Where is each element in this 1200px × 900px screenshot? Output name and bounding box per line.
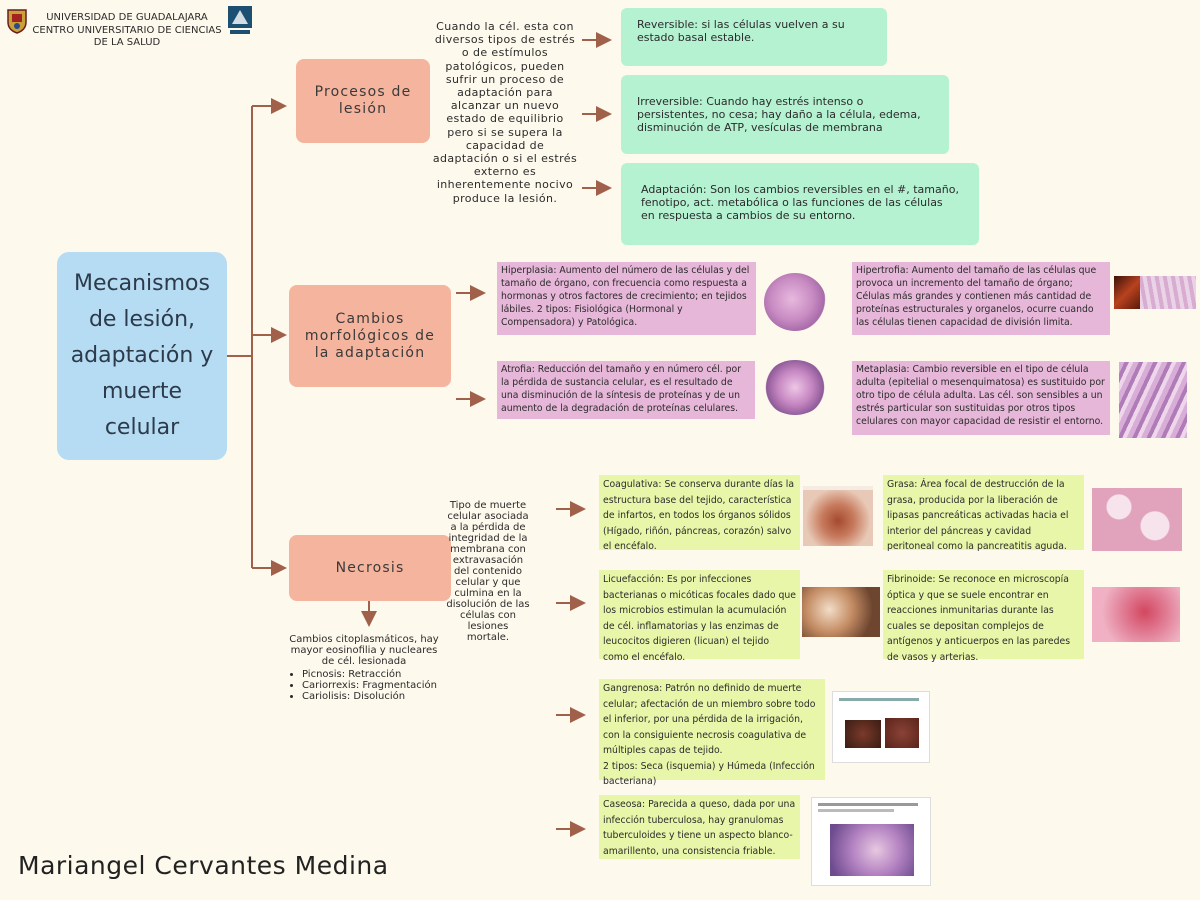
- grasa-text: Grasa: Área focal de destrucción de la g…: [887, 479, 1069, 552]
- main-topic-box: Mecanismos de lesión, adaptación y muert…: [57, 252, 227, 460]
- category-necrosis: Necrosis: [289, 535, 451, 601]
- hipertrofia-heart-image: [1114, 276, 1140, 309]
- metaplasia-box: Metaplasia: Cambio reversible en el tipo…: [852, 361, 1110, 435]
- adaptacion-box: Adaptación: Son los cambios reversibles …: [621, 163, 979, 245]
- coagulativa-box: Coagulativa: Se conserva durante días la…: [599, 475, 800, 552]
- adaptacion-text: Adaptación: Son los cambios reversibles …: [641, 183, 959, 222]
- category-procesos-lesion: Procesos de lesión: [296, 59, 430, 143]
- atrofia-box: Atrofia: Reducción del tamaño y en númer…: [497, 361, 755, 419]
- grasa-box: Grasa: Área focal de destrucción de la g…: [883, 475, 1084, 552]
- university-header: UNIVERSIDAD DE GUADALAJARA CENTRO UNIVER…: [32, 12, 222, 50]
- cucs-logo-icon: [226, 4, 254, 36]
- gangrenosa-types-text: 2 tipos: Seca (isquemia) y Húmeda (Infec…: [603, 760, 815, 788]
- reversible-text: Reversible: si las células vuelven a su …: [637, 18, 845, 44]
- fibrinoide-text: Fibrinoide: Se reconoce en microscopía ó…: [887, 574, 1071, 663]
- hipertrofia-text: Hipertrofia: Aumento del tamaño de las c…: [856, 265, 1097, 328]
- list-item: Picnosis: Retracción: [302, 669, 440, 680]
- hiperplasia-box: Hiperplasia: Aumento del número de las c…: [497, 262, 756, 335]
- licuefaccion-box: Licuefacción: Es por infecciones bacteri…: [599, 570, 800, 663]
- coagulativa-text: Coagulativa: Se conserva durante días la…: [603, 479, 795, 552]
- irreversible-text: Irreversible: Cuando hay estrés intenso …: [637, 95, 921, 134]
- author-signature: Mariangel Cervantes Medina: [18, 851, 389, 880]
- category-procesos-label: Procesos de lesión: [314, 84, 412, 117]
- category-cambios-morfologicos: Cambios morfológicos de la adaptación: [289, 285, 451, 387]
- cambios-citoplasmaticos-intro: Cambios citoplasmáticos, hay mayor eosin…: [289, 634, 439, 667]
- licuefaccion-brain-image: [802, 587, 880, 637]
- metaplasia-text: Metaplasia: Cambio reversible en el tipo…: [856, 364, 1105, 427]
- caseosa-text: Caseosa: Parecida a queso, dada por una …: [603, 799, 796, 857]
- atrofia-text: Atrofia: Reducción del tamaño y en númer…: [501, 364, 742, 414]
- hipertrofia-box: Hipertrofia: Aumento del tamaño de las c…: [852, 262, 1110, 335]
- category-cambios-label: Cambios morfológicos de la adaptación: [304, 310, 436, 361]
- coagulativa-image: [803, 486, 873, 546]
- university-shield-logo-icon: [6, 8, 28, 34]
- caseosa-box: Caseosa: Parecida a queso, dada por una …: [599, 795, 800, 859]
- hipertrofia-histology-image: [1140, 276, 1196, 309]
- hiperplasia-histology-image: [764, 273, 826, 331]
- header-line-2: CENTRO UNIVERSITARIO DE CIENCIAS: [32, 24, 222, 36]
- metaplasia-histology-image: [1119, 362, 1187, 438]
- list-item: Cariorrexis: Fragmentación: [302, 680, 440, 691]
- fibrinoide-box: Fibrinoide: Se reconoce en microscopía ó…: [883, 570, 1084, 663]
- category-necrosis-label: Necrosis: [335, 559, 405, 576]
- necrosis-description: Tipo de muerte celular asociada a la pér…: [446, 500, 530, 643]
- procesos-description: Cuando la cél. esta con diversos tipos d…: [432, 20, 578, 205]
- hiperplasia-text: Hiperplasia: Aumento del número de las c…: [501, 265, 750, 328]
- main-title: Mecanismos de lesión, adaptación y muert…: [70, 271, 214, 440]
- fibrinoide-histology-image: [1092, 587, 1180, 642]
- atrofia-histology-image: [763, 360, 827, 415]
- cambios-citoplasmaticos-list: Picnosis: Retracción Cariorrexis: Fragme…: [288, 669, 440, 702]
- reversible-box: Reversible: si las células vuelven a su …: [621, 8, 887, 66]
- gangrenosa-text: Gangrenosa: Patrón no definido de muerte…: [603, 683, 816, 756]
- irreversible-box: Irreversible: Cuando hay estrés intenso …: [621, 75, 949, 154]
- caseosa-slide-image: [811, 797, 931, 886]
- header-line-1: UNIVERSIDAD DE GUADALAJARA: [46, 12, 208, 23]
- grasa-histology-image: [1092, 488, 1182, 551]
- header-line-3: DE LA SALUD: [93, 37, 161, 48]
- licuefaccion-text: Licuefacción: Es por infecciones bacteri…: [603, 574, 797, 663]
- gangrenosa-box: Gangrenosa: Patrón no definido de muerte…: [599, 679, 825, 787]
- cambios-citoplasmaticos: Cambios citoplasmáticos, hay mayor eosin…: [288, 634, 440, 702]
- list-item: Cariolisis: Disolución: [302, 691, 440, 702]
- gangrenosa-slide-image: [832, 691, 930, 763]
